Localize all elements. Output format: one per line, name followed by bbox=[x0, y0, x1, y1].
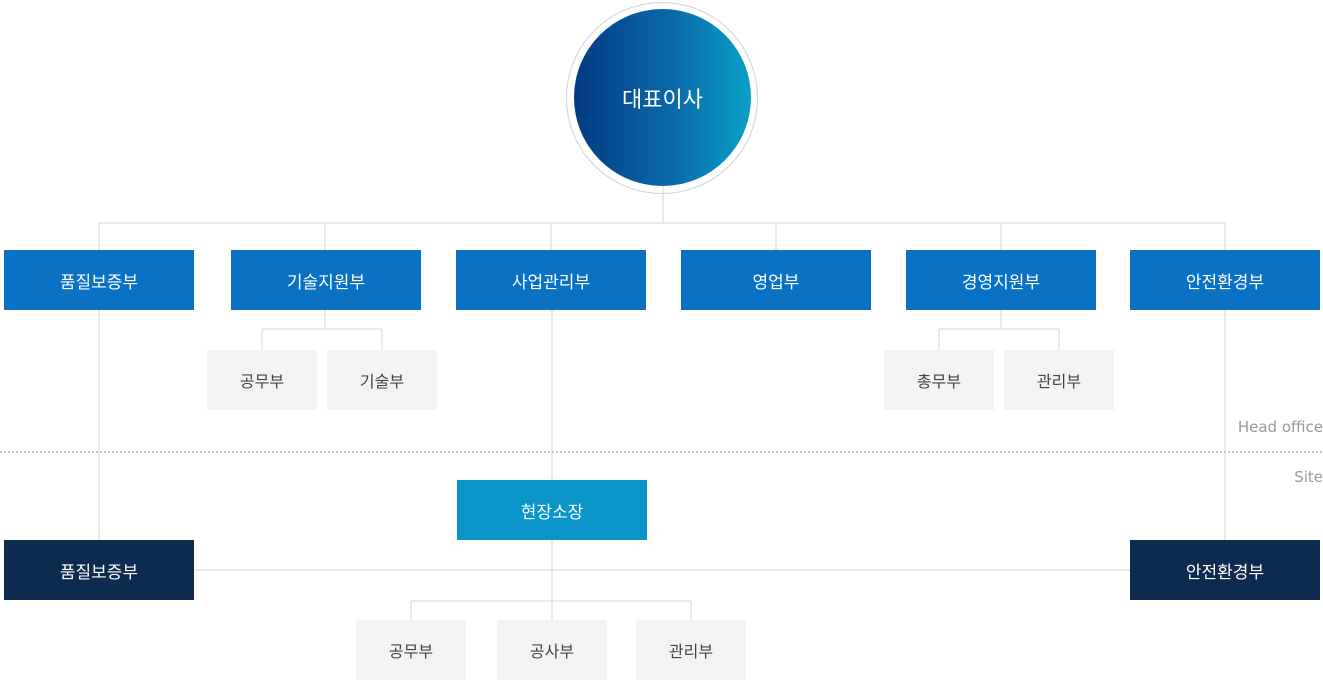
site-dept-quality: 품질보증부 bbox=[4, 540, 194, 600]
dept-tech-support: 기술지원부 bbox=[231, 250, 421, 310]
site-sub-construction-affairs: 공무부 bbox=[356, 620, 466, 680]
sub-dept-administration: 관리부 bbox=[1004, 350, 1114, 410]
site-dept-safety: 안전환경부 bbox=[1130, 540, 1320, 600]
sub-dept-technology: 기술부 bbox=[327, 350, 437, 410]
site-sub-administration: 관리부 bbox=[636, 620, 746, 680]
sub-dept-general-affairs: 총무부 bbox=[884, 350, 994, 410]
site-manager-node: 현장소장 bbox=[457, 480, 647, 540]
dept-management-support: 경영지원부 bbox=[906, 250, 1096, 310]
site-sub-construction: 공사부 bbox=[497, 620, 607, 680]
sub-dept-construction-affairs: 공무부 bbox=[207, 350, 317, 410]
dept-sales: 영업부 bbox=[681, 250, 871, 310]
site-label: Site bbox=[1294, 468, 1323, 486]
dept-business-management: 사업관리부 bbox=[456, 250, 646, 310]
head-office-label: Head office bbox=[1237, 418, 1323, 436]
ceo-ring bbox=[566, 2, 758, 194]
dept-quality: 품질보증부 bbox=[4, 250, 194, 310]
ceo-node: 대표이사 bbox=[574, 9, 751, 186]
dept-safety-environment: 안전환경부 bbox=[1130, 250, 1320, 310]
